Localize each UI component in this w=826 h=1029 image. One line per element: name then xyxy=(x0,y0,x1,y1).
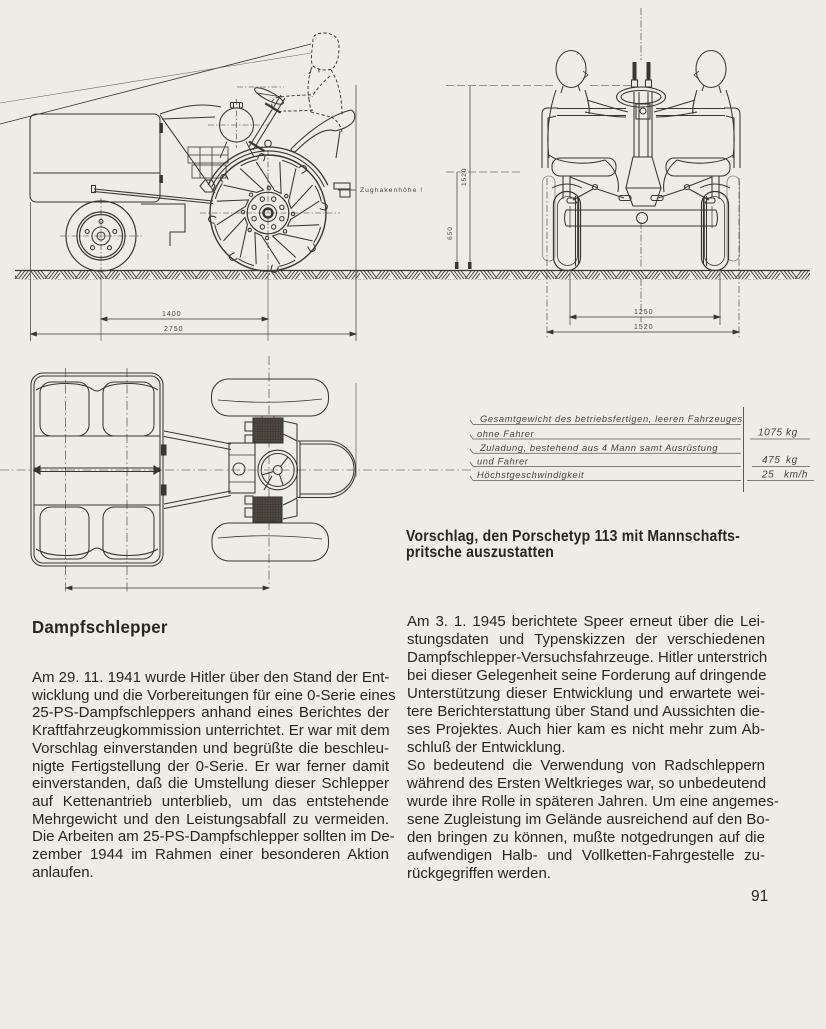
svg-text:475: 475 xyxy=(762,455,781,466)
svg-text:1250: 1250 xyxy=(634,309,654,316)
svg-text:2750: 2750 xyxy=(164,326,184,333)
svg-text:650: 650 xyxy=(447,226,454,240)
svg-text:ohne Fahrer: ohne Fahrer xyxy=(477,429,535,439)
svg-text:kg: kg xyxy=(786,428,798,439)
svg-text:Höchstgeschwindigkeit: Höchstgeschwindigkeit xyxy=(477,470,584,480)
svg-text:kg: kg xyxy=(786,455,798,466)
svg-text:1075: 1075 xyxy=(758,428,783,439)
svg-text:Gesamtgewicht des betriebsfert: Gesamtgewicht des betriebsfertigen, leer… xyxy=(480,414,743,424)
svg-text:1520: 1520 xyxy=(461,168,468,186)
svg-text:km/h: km/h xyxy=(784,470,808,481)
svg-text:1520: 1520 xyxy=(634,324,654,331)
svg-text:und Fahrer: und Fahrer xyxy=(477,457,529,467)
svg-text:25: 25 xyxy=(761,470,774,481)
svg-text:Zuladung, bestehend aus 4 Mann: Zuladung, bestehend aus 4 Mann samt Ausr… xyxy=(479,443,718,453)
svg-text:1400: 1400 xyxy=(162,311,182,318)
svg-text:Zughakenhöhe !: Zughakenhöhe ! xyxy=(360,187,423,194)
